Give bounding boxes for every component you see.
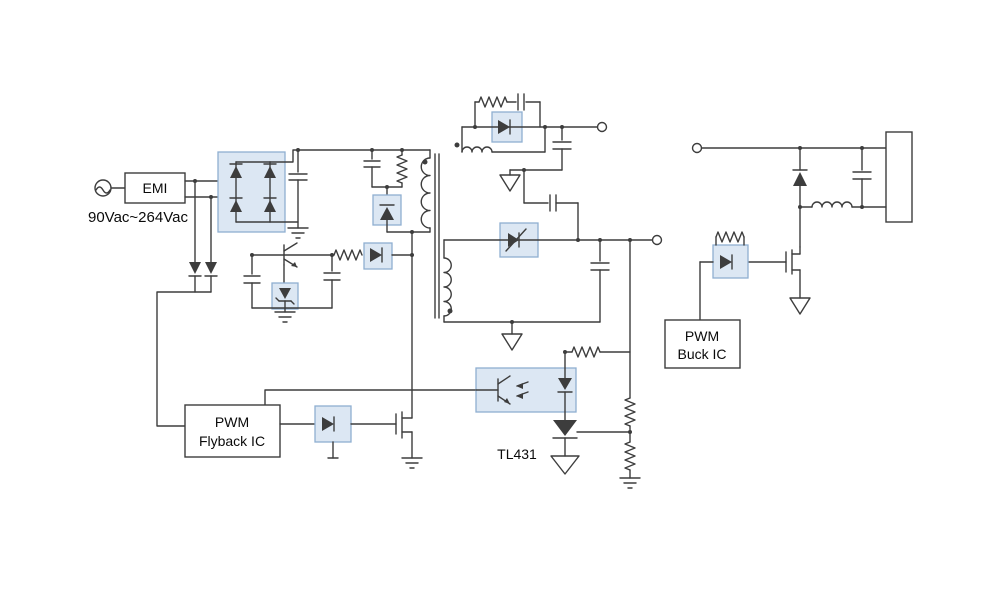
buck-converter [691,131,913,315]
bridge-rectifier [217,151,299,233]
main-output-terminal [651,234,663,246]
flyback-ic-label-line1: PWM [215,414,249,430]
mosfet-ground-icon [401,457,423,469]
startup-diodes [156,180,218,427]
aux-bias-ground-icon [274,311,296,323]
buck-gate-opto [699,231,749,321]
feedback-line [264,389,477,406]
aux-output-terminal [596,121,608,133]
main-output-capacitor [590,239,610,323]
flyback-transformer [420,149,453,323]
pwm-buck-ic: PWM Buck IC [664,319,741,369]
divider-ground-icon [619,477,641,489]
input-range-label: 90Vac~264Vac [88,209,188,226]
rcd-snubber-clamp [363,149,431,233]
emi-filter: EMI [124,172,186,204]
stack-capacitor [523,169,579,241]
aux-supply-circuit [243,242,413,323]
secondary-ground-icon [501,333,523,351]
junction-dots [193,125,864,434]
main-mosfet [395,411,423,469]
secondary-polarity-dot [447,308,453,314]
hv-top-rail [269,149,431,163]
buck-ic-label-line1: PWM [685,328,719,344]
buck-load [885,131,913,223]
emi-label: EMI [143,180,168,196]
tl431-symbol [553,420,577,436]
aux-ground-icon [499,174,521,192]
ac-source-icon [94,179,126,197]
tl431-ground-icon [550,455,580,475]
buck-ground-icon [789,297,811,315]
main-output-rail [443,234,663,246]
secondary-return [443,321,601,351]
buck-ic-label-line2: Buck IC [677,346,726,362]
primary-ground-icon [287,227,309,239]
primary-polarity-dot [422,159,428,165]
bulk-capacitor [287,149,309,239]
buck-input-terminal [691,142,703,154]
tl431-label: TL431 [497,446,537,462]
voltage-divider [576,239,641,489]
top-output-circuit [454,93,608,192]
flyback-ic-label-line2: Flyback IC [199,433,265,449]
gate-drive-opto [279,405,397,459]
pwm-flyback-ic: PWM Flyback IC [184,404,281,458]
winding-polarity-dot [454,142,460,148]
tl431-feedback: TL431 [475,346,631,475]
